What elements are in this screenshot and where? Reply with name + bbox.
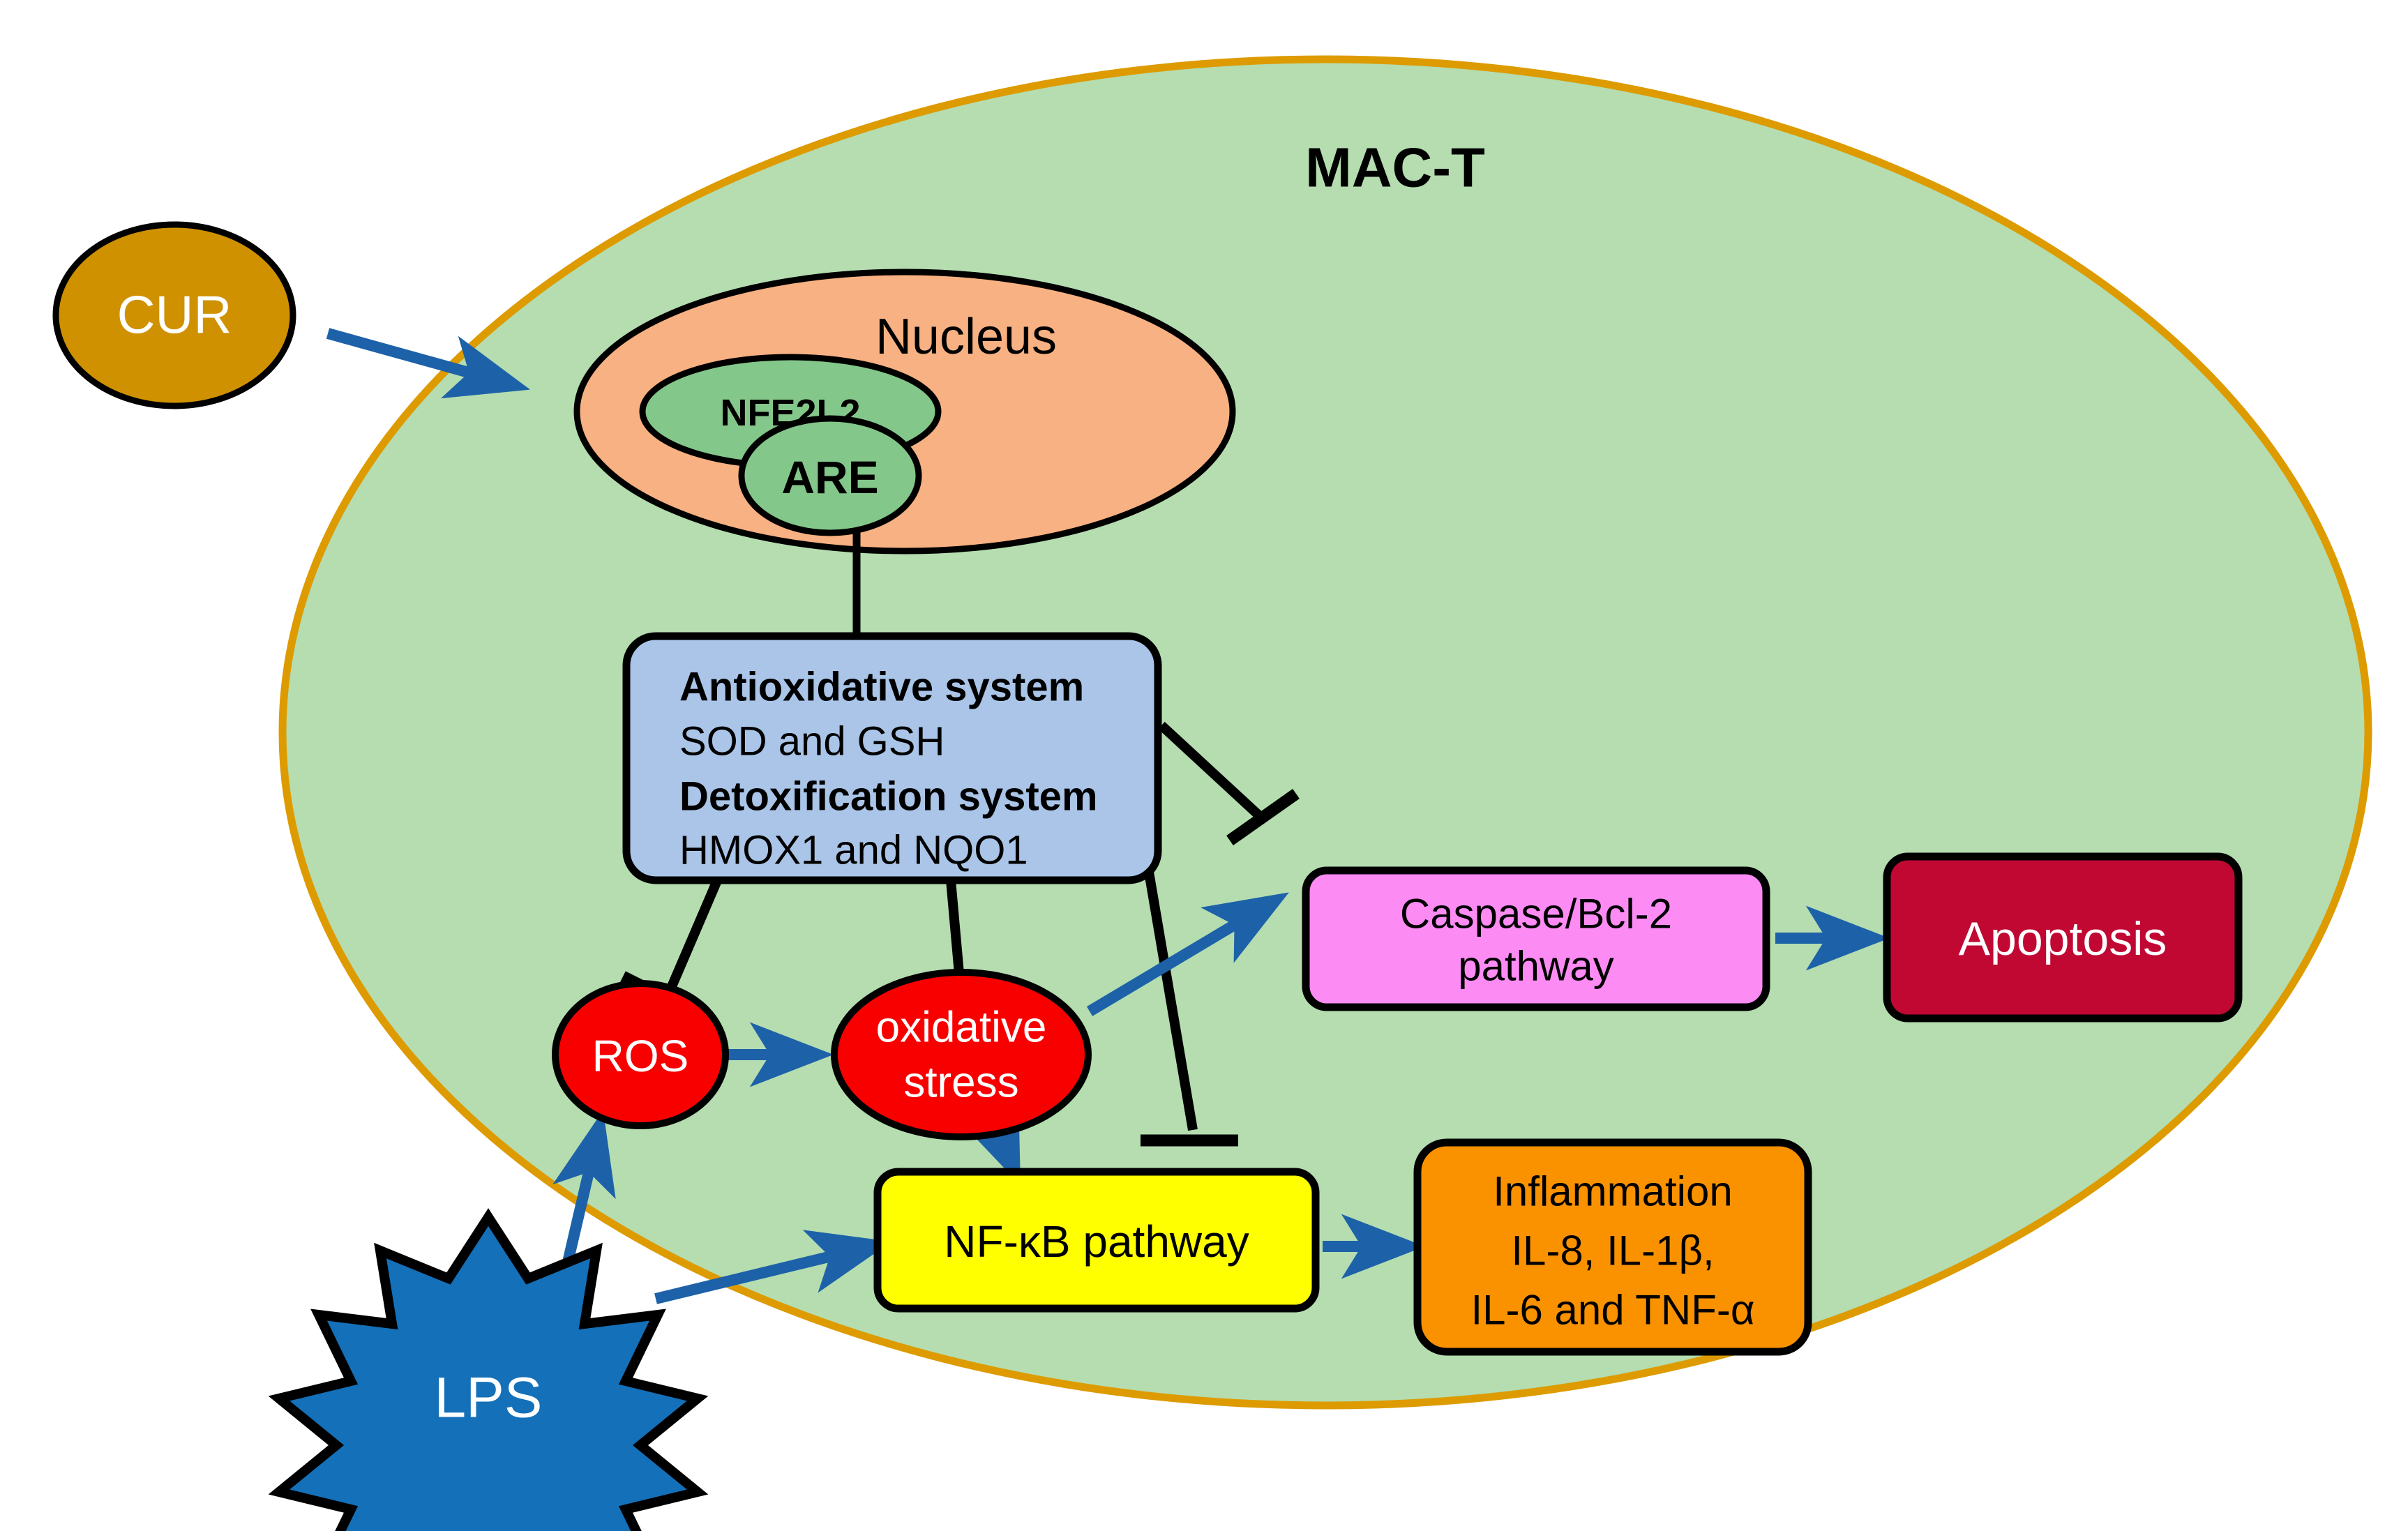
edge-lps-to-ros (552, 1110, 616, 1281)
oxidative-stress-line1: oxidative (876, 1004, 1047, 1052)
nucleus-label: Nucleus (875, 309, 1057, 365)
node-antioxidative-system-box[interactable]: Antioxidative system SOD and GSH Detoxif… (622, 632, 1162, 884)
edge-antioxidative-inhibits-caspase (1158, 721, 1300, 845)
node-oxidative-stress[interactable]: oxidative stress (831, 969, 1092, 1140)
ros-shape (552, 980, 729, 1129)
edge-oxidative-stress-to-caspase (1086, 892, 1289, 1016)
edge-lps-to-nfkb (654, 1230, 892, 1304)
oxidative-stress-line2: stress (903, 1059, 1018, 1107)
node-are[interactable]: ARE (738, 415, 922, 536)
cur-shape (52, 221, 296, 409)
antioxidative-line4: HMOX1 and NQO1 (679, 828, 1028, 873)
are-label: ARE (781, 451, 878, 503)
node-lps[interactable]: LPS (268, 1208, 709, 1531)
node-cur[interactable]: CUR (52, 221, 296, 409)
node-inflammation-box[interactable]: Inflammation IL-8, IL-1β, IL-6 and TNF-α (1413, 1138, 1812, 1356)
caspase-box-shape (1302, 866, 1770, 1011)
cell-title-label: MAC-T (1305, 137, 1485, 199)
caspase-line1: Caspase/Bcl-2 (1400, 891, 1672, 937)
lps-label: LPS (435, 1366, 543, 1430)
apoptosis-label: Apoptosis (1959, 912, 2167, 965)
cell-membrane (278, 55, 2372, 1410)
nfkb-label: NF-κB pathway (944, 1216, 1249, 1267)
antioxidative-line1: Antioxidative system (679, 665, 1084, 710)
node-nfkb-pathway-box[interactable]: NF-κB pathway (873, 1168, 1320, 1313)
caspase-line2: pathway (1458, 943, 1613, 990)
antioxidative-line2: SOD and GSH (679, 719, 945, 764)
lps-star-shape (268, 1208, 709, 1531)
antioxidative-box-shape (622, 632, 1162, 884)
node-caspase-bcl2-box[interactable]: Caspase/Bcl-2 pathway (1302, 866, 1770, 1011)
cur-label: CUR (117, 286, 232, 345)
node-ros[interactable]: ROS (552, 980, 729, 1129)
edge-cur-to-nucleus (326, 328, 531, 399)
node-apoptosis-box[interactable]: Apoptosis (1883, 852, 2243, 1023)
inflammation-line1: Inflammation (1493, 1168, 1732, 1215)
ros-label: ROS (592, 1031, 689, 1081)
nfkb-box-shape (873, 1168, 1320, 1313)
apoptosis-box-shape (1883, 852, 2243, 1023)
inflammation-line3: IL-6 and TNF-α (1470, 1287, 1754, 1334)
are-shape (738, 415, 922, 536)
inflammation-line2: IL-8, IL-1β, (1511, 1228, 1714, 1274)
antioxidative-line3: Detoxification system (679, 774, 1098, 820)
inflammation-box-shape (1413, 1138, 1812, 1356)
oxidative-stress-shape (831, 969, 1092, 1140)
